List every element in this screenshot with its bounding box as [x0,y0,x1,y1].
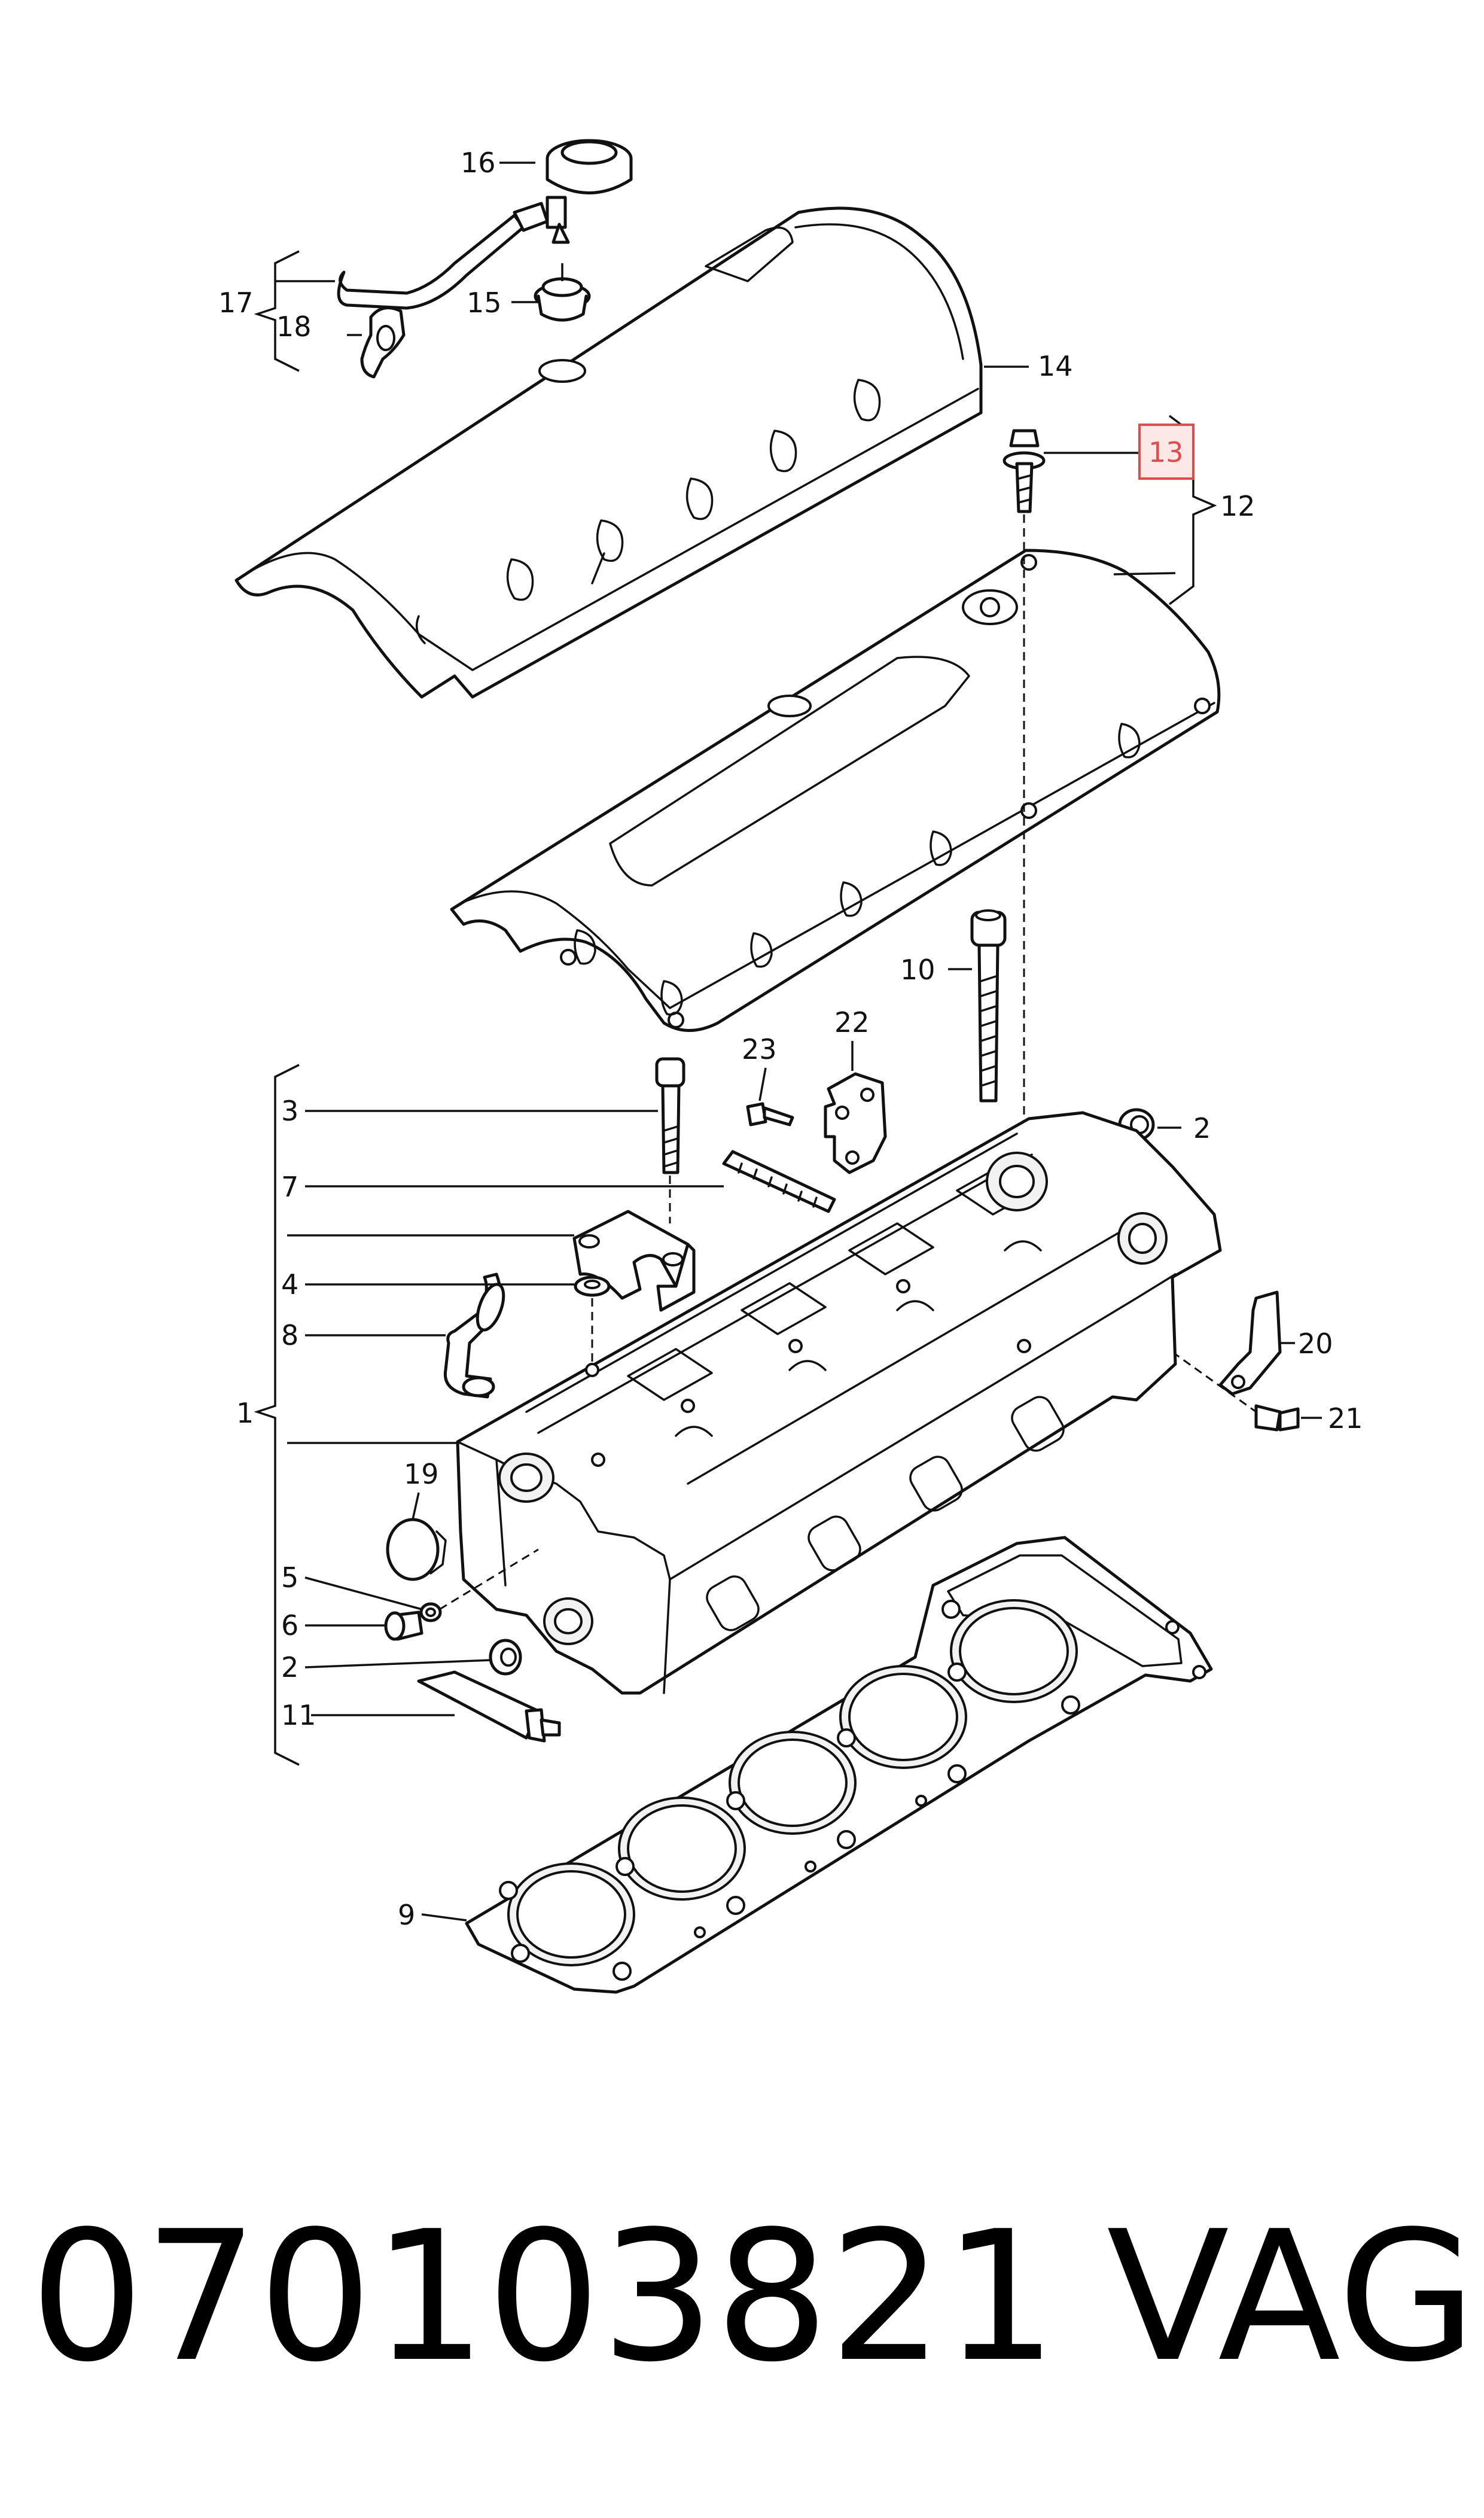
hose-clamp-part [360,306,406,379]
lower-cover-ribs [574,723,1141,1016]
head-gasket-part [465,1536,1213,1994]
callout-16: 16 [461,147,496,179]
callout-23: 23 [742,1033,777,1065]
bracket-lines [254,250,1217,1766]
callout-labels: 16 17 18 15 14 13 12 10 23 22 2 3 7 4 8 … [218,147,1363,1931]
cover-bolt-part [1002,429,1046,1352]
callout-3: 3 [281,1095,298,1127]
callout-11: 11 [281,1699,316,1731]
cylinder-head-part [456,1111,1222,1695]
callout-12: 12 [1220,490,1256,522]
washer-part [574,1275,611,1364]
cap-bolt-part [655,1057,685,1223]
callout-20: 20 [1298,1327,1333,1360]
lower-plug-part [489,1639,522,1676]
stud-part [722,1150,836,1213]
gasket-bores [507,1599,1078,1966]
callout-5: 5 [281,1561,298,1594]
sealant-tube-part [417,1670,561,1743]
highlight-box-13 [1138,424,1194,480]
callout-15: 15 [467,287,502,319]
engine-cover-part [234,206,983,699]
callout-8: 8 [281,1319,298,1351]
callout-2-top: 2 [1193,1112,1211,1144]
round-plug-part [386,1518,447,1581]
callout-17: 17 [218,287,254,319]
leader-lines [287,162,1322,1922]
callout-2-bottom: 2 [281,1651,298,1683]
callout-9: 9 [398,1899,415,1931]
callout-13: 13 [1148,436,1184,468]
callout-14: 14 [1038,350,1073,382]
callout-6: 6 [281,1609,298,1642]
breather-hose-part [337,202,549,310]
callout-21: 21 [1328,1402,1363,1435]
filler-cap-part [534,263,591,322]
head-bolt-holes [585,1279,1031,1467]
part-number-caption: 070103821 [30,2193,1058,2401]
exhaust-ports [706,1396,1065,1631]
callout-22: 22 [834,1006,870,1039]
screw-plug-part [384,1548,539,1641]
head-ports [498,1152,1168,1645]
gasket-bolt-holes [499,1600,1206,1981]
callout-18: 18 [276,310,312,343]
callout-7: 7 [281,1171,298,1203]
cover-ribs [415,379,881,644]
brand-caption: VAG [1107,2193,1477,2401]
callout-1: 1 [236,1397,254,1429]
coolant-pipe-part [443,1272,505,1399]
seal-ring-part [419,1602,442,1622]
lower-cover-bosses [560,554,1211,1028]
cam-journal-valleys [525,1132,1126,1485]
bearing-cap-part [572,1210,696,1312]
side-bolt-part [1172,1351,1300,1432]
callout-19: 19 [404,1458,439,1490]
callout-10: 10 [900,954,936,986]
bracket-bolt-part [746,1102,794,1126]
callout-4: 4 [281,1268,298,1301]
head-bolt-part [970,909,1007,1103]
bracket-part [824,1072,887,1174]
side-bracket-part [1218,1290,1282,1396]
breather-valve-part [546,139,633,244]
lower-cover-part [450,549,1221,1032]
exploded-parts-diagram: 16 17 18 15 14 13 12 10 23 22 2 3 7 4 8 … [218,139,1363,1994]
